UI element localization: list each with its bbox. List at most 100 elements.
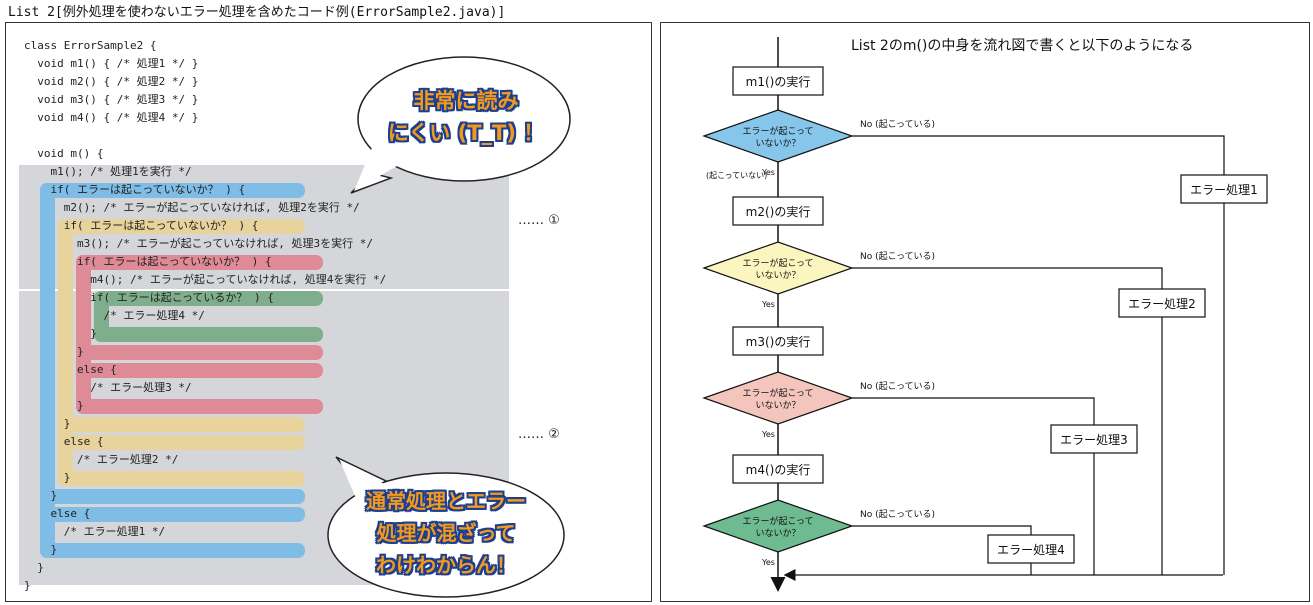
yes-label-2: Yes: [761, 300, 775, 309]
close-bar-level3: [76, 345, 323, 360]
code-line: else {: [24, 507, 91, 520]
error-handler-label-3: エラー処理3: [1060, 433, 1128, 447]
code-panel: class ErrorSample2 { void m1() { /* 処理1 …: [5, 22, 652, 602]
bubble1-text: 非常に読み にくい (T_T) ！: [376, 85, 556, 149]
yes-label-4: Yes: [761, 558, 775, 567]
no-branch-line-3: [852, 397, 1095, 425]
bubble2-ellipse: [327, 472, 565, 598]
code-line: }: [24, 489, 58, 502]
code-line: /* エラー処理1 */: [24, 525, 166, 538]
decision-label-line1-4: エラーが起こって: [743, 515, 814, 527]
code-line: void m() {: [24, 147, 104, 160]
code-line: else {: [24, 363, 117, 376]
bubble1-line1: 非常に読み: [413, 89, 519, 113]
decision-label-line2-2: いないか？: [755, 270, 800, 281]
else-bar-level1: [40, 507, 305, 522]
yes-label-1: Yes: [761, 168, 775, 177]
if-bar-level1: [40, 183, 305, 198]
panel-divider-line: [6, 289, 651, 291]
error-handler-box-2: [1118, 288, 1206, 318]
if-bar-level2: [58, 219, 305, 234]
else-bar-level3: [76, 363, 323, 378]
process-label-3: m3()の実行: [746, 334, 811, 349]
code-line: void m3() { /* 処理3 */ }: [24, 93, 199, 106]
speech-bubbles: [327, 56, 571, 598]
code-line: m1(); /* 処理1を実行 */: [24, 165, 192, 178]
code-line: if( エラーは起こっていないか？ ) {: [24, 183, 246, 196]
no-branch-line-2: [852, 267, 1163, 289]
if-bar-level4: [94, 291, 323, 306]
code-line: }: [24, 417, 71, 430]
flowchart-panel: List 2のm()の中身を流れ図で書くと以下のようになる m1()の実行エラー…: [660, 22, 1310, 602]
code-line: }: [24, 471, 71, 484]
code-line: }: [24, 543, 58, 556]
close-bar-level2: [58, 417, 305, 432]
decision-label-line1-3: エラーが起こって: [743, 387, 814, 399]
error-handler-label-1: エラー処理1: [1190, 183, 1258, 197]
process-box-2: [732, 196, 824, 226]
process-label-2: m2()の実行: [746, 204, 811, 219]
code-line: else {: [24, 435, 104, 448]
yes-label-3: Yes: [761, 430, 775, 439]
decision-label-line1-1: エラーが起こって: [743, 125, 814, 137]
process-box-1: [732, 66, 824, 96]
bubble2-tail-cover: [340, 461, 398, 503]
code-line: void m4() { /* 処理4 */ }: [24, 111, 199, 124]
decision-label-line2-1: いないか？: [755, 138, 800, 149]
error-handler-label-4: エラー処理4: [997, 543, 1065, 557]
error-handler-label-2: エラー処理2: [1128, 297, 1196, 311]
process-box-4: [732, 454, 824, 484]
code-line: if( エラーは起こっていないか？ ) {: [24, 219, 259, 232]
decision-label-line1-2: エラーが起こって: [743, 257, 814, 269]
code-line: if( エラーは起こっているか？ ) {: [24, 291, 274, 304]
code-line: }: [24, 345, 84, 358]
else-bar-level2: [58, 435, 305, 450]
code-line: m2(); /* エラーが起こっていなければ, 処理2を実行 */: [24, 201, 360, 214]
close-else-bar-level3: [76, 399, 323, 414]
decision-label-line2-3: いないか？: [755, 400, 800, 411]
bubble2-line3: わけわからん！: [376, 553, 516, 577]
bubble2-line1: 通常処理とエラー: [366, 489, 526, 513]
process-label-1: m1()の実行: [746, 74, 811, 89]
process-box-3: [732, 326, 824, 356]
page-title: List 2[例外処理を使わないエラー処理を含めたコード例(ErrorSampl…: [8, 5, 506, 20]
no-label-1: No (起こっている): [860, 119, 935, 130]
marker-2: …… ②: [518, 427, 560, 442]
code-line: }: [24, 399, 84, 412]
no-label-4: No (起こっている): [860, 509, 935, 520]
code-line: m3(); /* エラーが起こっていなければ, 処理3を実行 */: [24, 237, 373, 250]
code-line: m4(); /* エラーが起こっていなければ, 処理4を実行 */: [24, 273, 387, 286]
code-line: /* エラー処理3 */: [24, 381, 192, 394]
level1-vertical-bar: [40, 183, 55, 558]
marker-1: …… ①: [518, 213, 560, 228]
error-handler-box-1: [1180, 174, 1268, 204]
if-bar-level3: [76, 255, 323, 270]
code-listing: class ErrorSample2 { void m1() { /* 処理1 …: [24, 37, 386, 595]
code-line: class ErrorSample2 {: [24, 39, 157, 52]
bubble2-text: 通常処理とエラー 処理が混ざって わけわからん！: [346, 485, 546, 581]
code-line: void m2() { /* 処理2 */ }: [24, 75, 199, 88]
close-bar-level4: [94, 327, 323, 342]
bubble1-ellipse: [357, 56, 571, 182]
no-label-2: No (起こっている): [860, 251, 935, 262]
process-label-4: m4()の実行: [746, 462, 811, 477]
bubble2-line2: 処理が混ざって: [376, 521, 516, 545]
decision-label-line2-4: いないか？: [755, 528, 800, 539]
close-bar-level1: [40, 489, 305, 504]
bubble1-tail: [354, 143, 402, 191]
code-line: void m1() { /* 処理1 */ }: [24, 57, 199, 70]
flowchart-title: List 2のm()の中身を流れ図で書くと以下のようになる: [851, 38, 1194, 54]
code-line: /* エラー処理2 */: [24, 453, 179, 466]
error-handler-box-4: [987, 534, 1075, 564]
code-line: }: [24, 561, 44, 574]
close-else-bar-level1: [40, 543, 305, 558]
no-label-3: No (起こっている): [860, 381, 935, 392]
code-line: }: [24, 327, 97, 340]
yes-note: (起こっていない): [706, 171, 767, 180]
code-line: }: [24, 579, 31, 592]
error-handler-box-3: [1050, 424, 1138, 454]
close-else-bar-level2: [58, 471, 305, 486]
code-line: if( エラーは起こっていないか？ ) {: [24, 255, 272, 268]
no-branch-line-1: [852, 135, 1225, 175]
